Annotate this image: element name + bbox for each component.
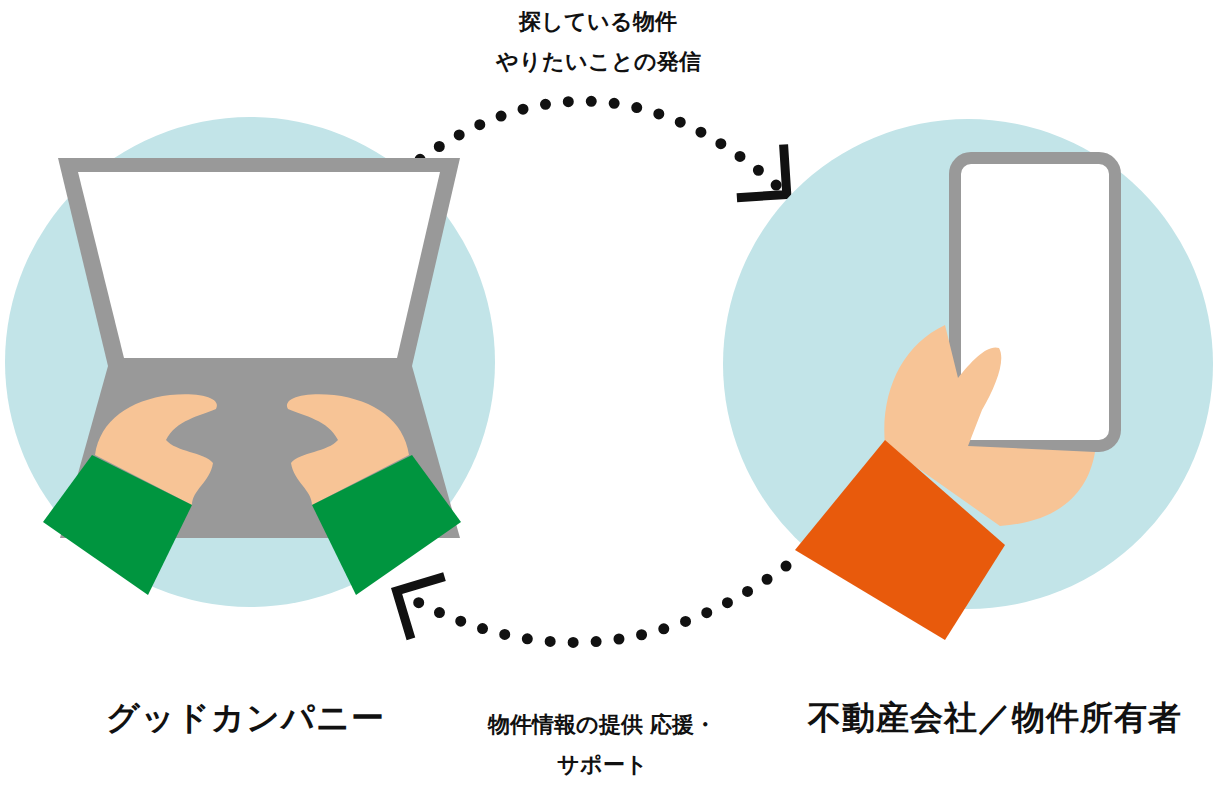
- circle-node: グッドカンパニー: [5, 117, 495, 607]
- phone-illustration: [795, 158, 1115, 640]
- laptop-illustration: [43, 158, 461, 595]
- edge-label: 探している物件 やりたいことの発信: [473, 2, 723, 81]
- dotted-connector: [409, 566, 786, 642]
- arrow-head: [397, 577, 445, 639]
- edge-label: 物件情報の提供 応援・サポート: [477, 705, 727, 784]
- arrow-head: [737, 145, 787, 198]
- node-label: グッドカンパニー: [106, 698, 385, 738]
- circle-shape: [723, 119, 1213, 609]
- circle-shape: [5, 117, 495, 607]
- node-label: 不動産会社／物件所有者: [808, 698, 1182, 738]
- dotted-connector: [420, 101, 776, 185]
- circle-node: 不動産会社／物件所有者: [723, 119, 1213, 609]
